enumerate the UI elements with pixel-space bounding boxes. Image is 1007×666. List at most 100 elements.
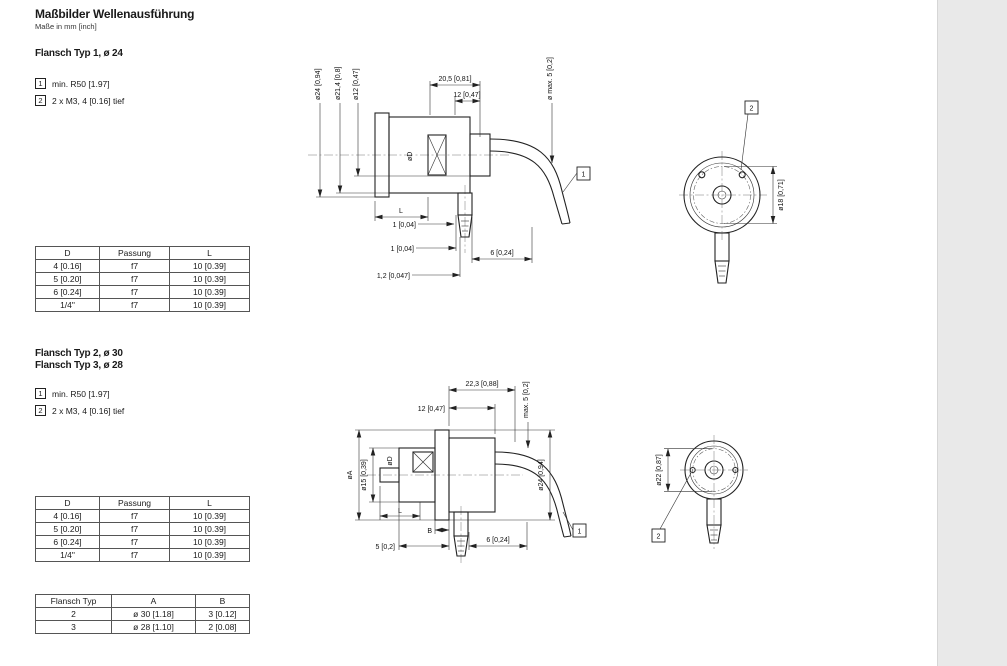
table-row: 5 [0.20] f7 10 [0.39]	[35, 272, 250, 286]
cell-b: 3 [0.12]	[195, 607, 250, 621]
table-row: 6 [0.24] f7 10 [0.39]	[35, 535, 250, 549]
note-text: min. R50 [1.97]	[52, 388, 110, 399]
ref-2-box: 2	[35, 95, 46, 106]
dimension-lines: ø22 [0,87]	[656, 448, 712, 492]
note-tapped-holes-1: 2 2 x M3, 4 [0.16] tief	[35, 95, 124, 106]
cell-l: 10 [0.39]	[169, 298, 250, 312]
dim-5-label: 5 [0,2]	[376, 544, 396, 551]
cell-d: 1/4"	[35, 298, 100, 312]
centerlines	[367, 474, 523, 564]
callout-2: 2	[651, 472, 692, 543]
fit-table-typ1: D Passung L 4 [0.16] f7 10 [0.39] 5 [0.2…	[35, 246, 250, 312]
dimension-lines: ø18 [0,71]	[724, 166, 785, 224]
dim-dia18-label: ø18 [0,71]	[778, 179, 785, 211]
dim-diaD-label: øD	[407, 152, 414, 161]
table-row: 4 [0.16] f7 10 [0.39]	[35, 259, 250, 273]
col-header-l: L	[169, 496, 250, 510]
cell-passung: f7	[99, 259, 170, 273]
table-row: 1/4" f7 10 [0.39]	[35, 298, 250, 312]
callout-2-number: 2	[750, 106, 754, 113]
cell-passung: f7	[99, 535, 170, 549]
cell-d: 6 [0.24]	[35, 285, 100, 299]
cell-a: ø 30 [1.18]	[111, 607, 196, 621]
cell-passung: f7	[99, 285, 170, 299]
typ2-3-front-view-drawing: ø22 [0,87] 2	[651, 435, 748, 549]
callout-1-number: 1	[582, 172, 586, 179]
dimension-lines: ø24 [0,94] ø21,4 [0,8] ø12 [0,47] 20,5 […	[315, 57, 555, 280]
cell-typ: 3	[35, 620, 112, 634]
cell-passung: f7	[99, 548, 170, 562]
table-header-row: D Passung L	[35, 496, 250, 510]
dim-cable-dia-label: ø max. 5 [0,2]	[547, 57, 554, 100]
cell-passung: f7	[99, 509, 170, 523]
dim-6-label: 6 [0,24]	[490, 250, 513, 257]
dim-dia24-label: ø24 [0,94]	[315, 68, 322, 100]
col-header-d: D	[35, 496, 100, 510]
cell-d: 1/4"	[35, 548, 100, 562]
dim-dia22-label: ø22 [0,87]	[656, 454, 663, 486]
dim-cable-dia-label: max. 5 [0,2]	[523, 381, 530, 418]
col-header-d: D	[35, 246, 100, 260]
fit-table-typ2-3: D Passung L 4 [0.16] f7 10 [0.39] 5 [0.2…	[35, 496, 250, 562]
cell-passung: f7	[99, 522, 170, 536]
cell-b: 2 [0.08]	[195, 620, 250, 634]
cell-a: ø 28 [1.10]	[111, 620, 196, 634]
ref-1-box: 1	[35, 388, 46, 399]
cell-l: 10 [0.39]	[169, 509, 250, 523]
centerlines	[679, 151, 767, 241]
dim-step-1a-label: 1 [0,04]	[393, 222, 416, 229]
dim-L-label: L	[399, 208, 403, 215]
table-row: 4 [0.16] f7 10 [0.39]	[35, 509, 250, 523]
table-row: 3 ø 28 [1.10] 2 [0.08]	[35, 620, 250, 634]
callout-2-number: 2	[657, 534, 661, 541]
table-row: 1/4" f7 10 [0.39]	[35, 548, 250, 562]
cell-d: 4 [0.16]	[35, 259, 100, 273]
note-text: 2 x M3, 4 [0.16] tief	[52, 405, 125, 416]
note-text: min. R50 [1.97]	[52, 78, 110, 89]
shaft-outline	[706, 498, 722, 544]
encoder-body-outline	[379, 429, 496, 521]
shaft-outline	[457, 192, 473, 238]
section1-heading: Flansch Typ 1, ø 24	[35, 48, 123, 59]
dimension-lines: 22,3 [0,88] 12 [0,47] max. 5 [0,2] øA ø1…	[347, 381, 555, 551]
note-bend-radius-2: 1 min. R50 [1.97]	[35, 388, 110, 399]
callout-1-number: 1	[578, 529, 582, 536]
table-header-row: D Passung L	[35, 246, 250, 260]
cell-passung: f7	[99, 298, 170, 312]
section2-heading-line1: Flansch Typ 2, ø 30	[35, 348, 123, 359]
dim-L-label: L	[398, 508, 402, 515]
cell-d: 4 [0.16]	[35, 509, 100, 523]
shaft-outline	[453, 511, 469, 557]
dim-dia24-label: ø24 [0,94]	[538, 459, 545, 491]
page-margin-strip	[937, 0, 1007, 666]
cell-l: 10 [0.39]	[169, 548, 250, 562]
col-header-l: L	[169, 246, 250, 260]
cell-passung: f7	[99, 272, 170, 286]
cell-typ: 2	[35, 607, 112, 621]
cell-d: 5 [0.20]	[35, 522, 100, 536]
page-subtitle: Maße in mm [inch]	[35, 22, 97, 31]
dim-6-label: 6 [0,24]	[486, 537, 509, 544]
ref-1-box: 1	[35, 78, 46, 89]
cable-outline	[494, 451, 572, 538]
page-title: Maßbilder Wellenausführung	[35, 7, 195, 21]
callout-1: 1	[562, 166, 591, 193]
col-header-flansch-typ: Flansch Typ	[35, 594, 112, 608]
table-row: 2 ø 30 [1.18] 3 [0.12]	[35, 607, 250, 621]
col-header-passung: Passung	[99, 496, 170, 510]
dim-12-label: 12 [0,47]	[418, 406, 445, 413]
dim-B-label: B	[427, 528, 432, 535]
cell-l: 10 [0.39]	[169, 272, 250, 286]
note-bend-radius-1: 1 min. R50 [1.97]	[35, 78, 110, 89]
cell-l: 10 [0.39]	[169, 285, 250, 299]
dim-diaA-label: øA	[347, 470, 354, 479]
typ2-3-side-view-drawing: 22,3 [0,88] 12 [0,47] max. 5 [0,2] øA ø1…	[347, 381, 587, 564]
callout-1: 1	[562, 511, 587, 538]
dim-20-5-label: 20,5 [0,81]	[438, 76, 471, 83]
centerlines	[680, 435, 748, 549]
cell-d: 6 [0.24]	[35, 535, 100, 549]
col-header-passung: Passung	[99, 246, 170, 260]
col-header-b: B	[195, 594, 250, 608]
dim-22-3-label: 22,3 [0,88]	[465, 381, 498, 388]
